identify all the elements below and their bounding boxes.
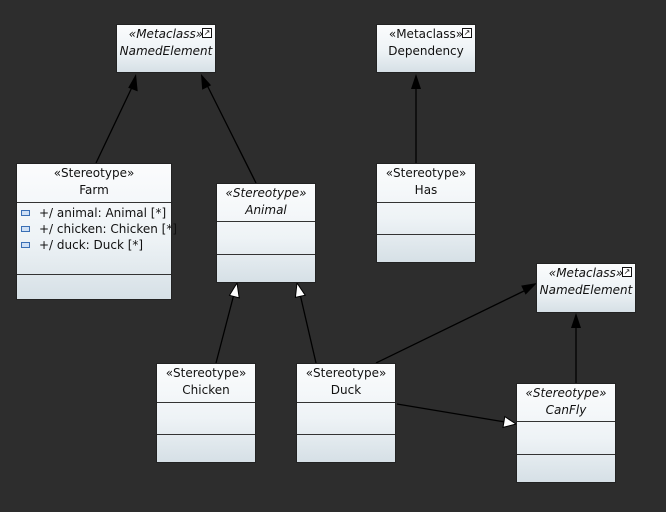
extension-arrowhead-icon	[128, 74, 138, 92]
extension-arrowhead-icon	[521, 283, 537, 295]
extension-animal-namedelement[interactable]	[205, 82, 257, 184]
attribute-label: +/ animal: Animal [*]	[39, 206, 167, 220]
stereotype-label: «Stereotype»	[53, 166, 135, 180]
stereotype-chicken[interactable]: «Stereotype» Chicken	[156, 363, 256, 463]
operations-compartment	[217, 254, 315, 283]
operations-compartment	[517, 454, 615, 483]
metaclass-namedelement-right[interactable]: ↗ «Metaclass» NamedElement	[536, 263, 636, 313]
operations-compartment	[297, 434, 395, 463]
generalization-duck-animal[interactable]	[299, 293, 317, 364]
operations-compartment	[157, 434, 255, 463]
attributes-compartment	[377, 202, 475, 234]
generalization-arrowhead-icon	[502, 415, 518, 429]
extension-arrowhead-icon	[571, 313, 581, 328]
attributes-compartment	[517, 421, 615, 454]
generalization-chicken-animal[interactable]	[215, 293, 235, 364]
attribute-row[interactable]: +/ animal: Animal [*]	[17, 205, 171, 221]
class-name: Farm	[79, 183, 109, 197]
stereotype-duck[interactable]: «Stereotype» Duck	[296, 363, 396, 463]
stereotype-label: «Metaclass»	[388, 27, 464, 41]
class-name: Chicken	[182, 383, 230, 397]
stereotype-label: «Stereotype»	[305, 366, 387, 380]
operations-compartment	[17, 274, 171, 300]
stereotype-label: «Stereotype»	[165, 366, 247, 380]
extension-duck-namedelement[interactable]	[375, 288, 529, 364]
stereotype-label: «Stereotype»	[225, 186, 307, 200]
operations-compartment	[377, 234, 475, 263]
attributes-compartment	[217, 221, 315, 254]
stereotype-label: «Stereotype»	[525, 386, 607, 400]
extension-arrowhead-icon	[201, 74, 212, 90]
metaclass-namedelement-top[interactable]: ↗ «Metaclass» NamedElement	[116, 24, 216, 73]
attribute-label: +/ chicken: Chicken [*]	[39, 222, 178, 236]
class-name: Animal	[245, 203, 287, 217]
property-icon	[21, 226, 30, 232]
class-name: Duck	[330, 383, 362, 397]
stereotype-label: «Metaclass»	[548, 266, 624, 280]
external-link-icon[interactable]: ↗	[462, 28, 472, 38]
class-name: NamedElement	[119, 44, 213, 58]
class-name: Dependency	[388, 44, 464, 58]
property-icon	[21, 242, 30, 248]
attribute-row[interactable]: +/ chicken: Chicken [*]	[17, 221, 177, 237]
class-name: CanFly	[545, 403, 587, 417]
class-name: Has	[414, 183, 438, 197]
external-link-icon[interactable]: ↗	[622, 267, 632, 277]
attribute-label: +/ duck: Duck [*]	[39, 238, 144, 252]
stereotype-farm[interactable]: «Stereotype» Farm +/ animal: Animal [*] …	[16, 163, 177, 300]
extension-arrowhead-icon	[411, 74, 421, 89]
generalization-duck-canfly[interactable]	[396, 403, 506, 423]
extension-farm-namedelement[interactable]	[95, 82, 135, 164]
stereotype-has[interactable]: «Stereotype» Has	[376, 163, 476, 263]
stereotype-animal[interactable]: «Stereotype» Animal	[216, 183, 316, 283]
attribute-row[interactable]: +/ duck: Duck [*]	[17, 237, 171, 253]
stereotype-label: «Metaclass»	[128, 27, 204, 41]
stereotype-label: «Stereotype»	[385, 166, 467, 180]
external-link-icon[interactable]: ↗	[202, 28, 212, 38]
property-icon	[21, 210, 30, 216]
class-name: NamedElement	[539, 283, 633, 297]
stereotype-canfly[interactable]: «Stereotype» CanFly	[516, 383, 616, 483]
attributes-compartment: +/ animal: Animal [*] +/ chicken: Chicke…	[17, 202, 177, 274]
attributes-compartment	[297, 402, 395, 434]
attributes-compartment	[157, 402, 255, 434]
generalization-arrowhead-icon	[294, 281, 307, 299]
generalization-arrowhead-icon	[228, 281, 240, 299]
metaclass-dependency[interactable]: ↗ «Metaclass» Dependency	[376, 24, 476, 73]
